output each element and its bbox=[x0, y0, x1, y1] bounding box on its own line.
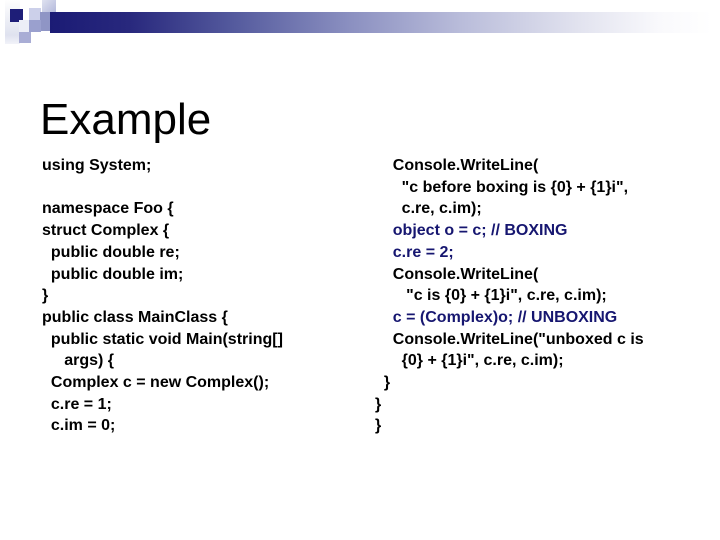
code-line: c.re, c.im); bbox=[375, 200, 482, 218]
code-line: c.re = 2; bbox=[375, 243, 454, 261]
decor-gradient-bar bbox=[50, 12, 712, 33]
decor-square-dark bbox=[10, 9, 23, 22]
code-line: struct Complex { bbox=[42, 222, 170, 240]
code-line: public double re; bbox=[42, 243, 180, 261]
code-line: c.re = 1; bbox=[42, 395, 112, 413]
code-line: Console.WriteLine( bbox=[375, 157, 539, 174]
decor-square-top-light bbox=[42, 0, 56, 12]
code-line: c = (Complex)o; // UNBOXING bbox=[375, 308, 618, 326]
decor-square-medium-b bbox=[29, 20, 41, 32]
code-line: Console.WriteLine("unboxed c is bbox=[375, 330, 644, 348]
code-line: namespace Foo { bbox=[42, 200, 174, 218]
code-line: "c is {0} + {1}i", c.re, c.im); bbox=[375, 287, 607, 305]
code-line: } bbox=[42, 287, 49, 305]
decor-square-light bbox=[29, 8, 41, 20]
code-line: Console.WriteLine( bbox=[375, 265, 539, 283]
decor-square-medium-c bbox=[19, 32, 31, 43]
decor-vertical-strip bbox=[5, 0, 20, 44]
code-line: c.im = 0; bbox=[42, 417, 116, 435]
code-line: using System; bbox=[42, 157, 152, 174]
code_left: using System; namespace Foo { struct Comp… bbox=[42, 155, 283, 437]
code-line: public double im; bbox=[42, 265, 184, 283]
code-line: Complex c = new Complex(); bbox=[42, 374, 270, 392]
decor-square-pale bbox=[19, 20, 29, 32]
decor-square-medium-a bbox=[40, 12, 50, 31]
code_right: Console.WriteLine( "c before boxing is {… bbox=[375, 155, 644, 437]
slide-title: Example bbox=[40, 95, 212, 145]
code-line: {0} + {1}i", c.re, c.im); bbox=[375, 352, 564, 370]
code-line: public class MainClass { bbox=[42, 308, 228, 326]
code-line: } bbox=[375, 374, 391, 392]
code-line bbox=[42, 177, 283, 199]
code-line: args) { bbox=[42, 352, 115, 370]
code-line: "c before boxing is {0} + {1}i", bbox=[375, 178, 629, 196]
code-line: object o = c; // BOXING bbox=[375, 222, 568, 240]
code-line: } bbox=[375, 417, 382, 435]
code-line: } bbox=[375, 395, 382, 413]
code-line: public static void Main(string[] bbox=[42, 330, 283, 348]
